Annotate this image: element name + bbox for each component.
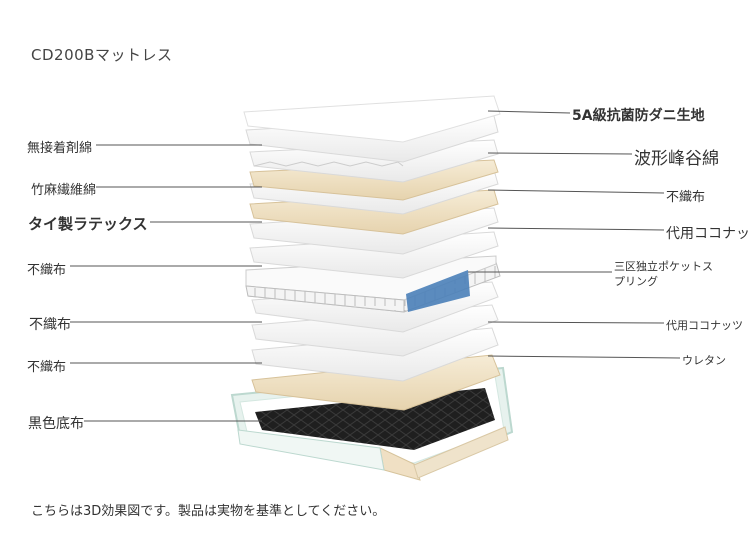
- label-pocket-spring-line2: プリング: [614, 275, 658, 288]
- label-nonwoven-2: 不織布: [29, 317, 71, 333]
- label-nonwoven-right: 不織布: [666, 190, 706, 205]
- label-pocket-spring-line1: 三区独立ポケットス: [614, 260, 713, 273]
- label-bamboo-fiber-cotton: 竹麻繊維綿: [31, 183, 97, 198]
- label-nonwoven-1: 不織布: [27, 263, 67, 278]
- label-wave-cotton: 波形峰谷綿: [634, 149, 719, 169]
- label-urethane: ウレタン: [682, 354, 726, 367]
- label-no-adhesive-cotton: 無接着剤綿: [27, 141, 93, 156]
- label-thai-latex: タイ製ラテックス: [28, 215, 148, 233]
- label-nonwoven-3: 不織布: [27, 360, 67, 375]
- product-title: CD200Bマットレス: [31, 46, 173, 64]
- leader-lines: [70, 110, 681, 422]
- layer-fabric-upper: [243, 95, 501, 279]
- label-coconut-substitute-1: 代用ココナッ: [666, 226, 750, 242]
- label-black-base-cloth: 黒色底布: [28, 416, 84, 432]
- label-coconut-substitute-2: 代用ココナッツ: [666, 319, 743, 332]
- label-5a-antibacterial-fabric: 5A級抗菌防ダニ生地: [572, 108, 705, 124]
- disclaimer-note: こちらは3D効果図です。製品は実物を基準としてください。: [31, 504, 386, 519]
